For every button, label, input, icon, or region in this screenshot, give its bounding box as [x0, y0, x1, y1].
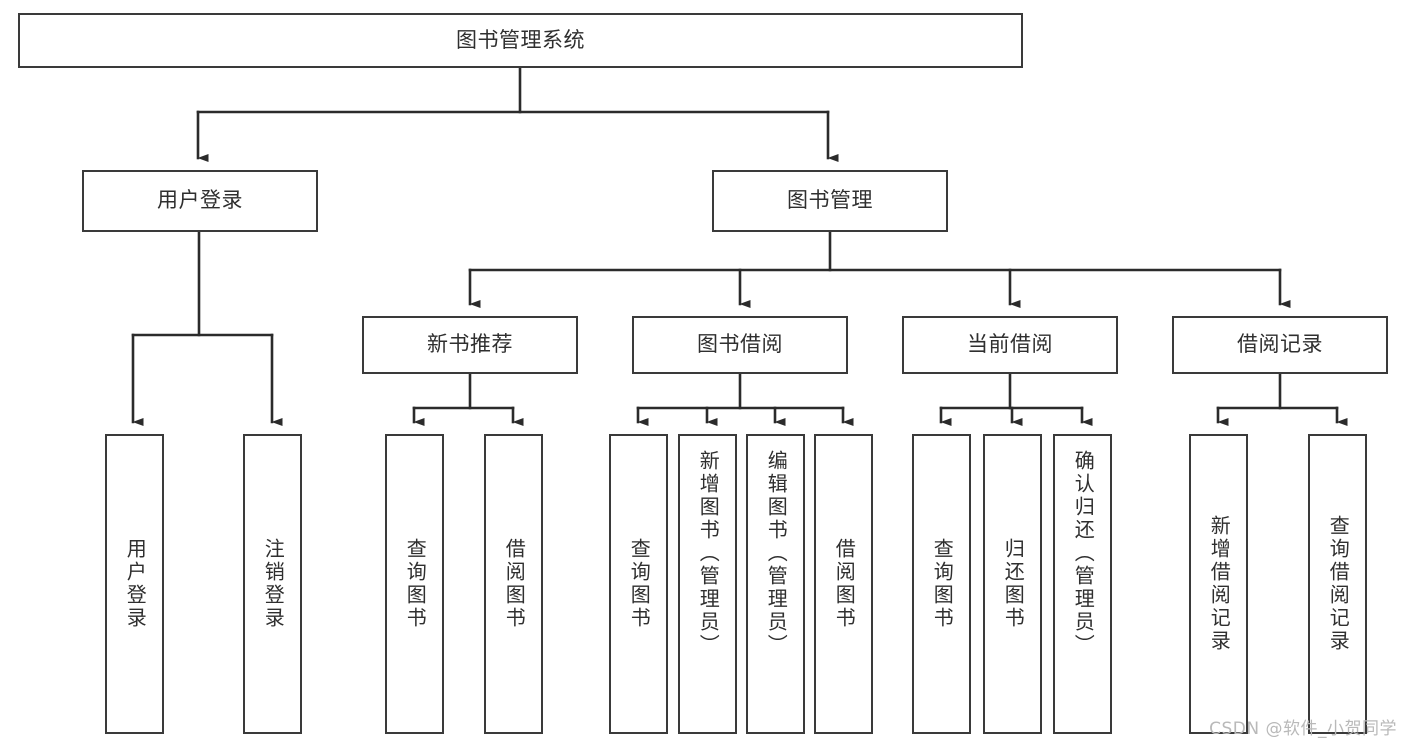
leaf-confirm-return-admin[interactable]: 确认归还（管理员） [1053, 434, 1112, 734]
leaf-logout[interactable]: 注销登录 [243, 434, 302, 734]
node-label: 借阅记录 [1237, 332, 1323, 357]
node-label: 查询图书 [403, 538, 428, 630]
node-label: 新增图书（管理员） [696, 450, 721, 657]
leaf-lend-book[interactable]: 借阅图书 [814, 434, 873, 734]
leaf-user-login[interactable]: 用户登录 [105, 434, 164, 734]
leaf-edit-book-admin[interactable]: 编辑图书（管理员） [746, 434, 805, 734]
node-label: 借阅图书 [502, 538, 527, 630]
node-borrow-records[interactable]: 借阅记录 [1172, 316, 1388, 374]
leaf-return-book[interactable]: 归还图书 [983, 434, 1042, 734]
node-label: 用户登录 [123, 538, 148, 630]
node-label: 图书借阅 [697, 332, 783, 357]
node-label: 查询图书 [930, 538, 955, 630]
leaf-add-book-admin[interactable]: 新增图书（管理员） [678, 434, 737, 734]
node-label: 归还图书 [1001, 538, 1026, 630]
node-root-book-management-system[interactable]: 图书管理系统 [18, 13, 1023, 68]
node-label: 图书管理系统 [456, 27, 585, 52]
leaf-query-book-newbook[interactable]: 查询图书 [385, 434, 444, 734]
leaf-add-borrow-record[interactable]: 新增借阅记录 [1189, 434, 1248, 734]
node-current-borrow[interactable]: 当前借阅 [902, 316, 1118, 374]
node-label: 用户登录 [157, 188, 243, 213]
node-label: 图书管理 [787, 188, 873, 213]
leaf-query-borrow-record[interactable]: 查询借阅记录 [1308, 434, 1367, 734]
node-label: 新书推荐 [427, 332, 513, 357]
node-user-login[interactable]: 用户登录 [82, 170, 318, 232]
node-book-management[interactable]: 图书管理 [712, 170, 948, 232]
node-label: 编辑图书（管理员） [764, 450, 789, 657]
node-label: 借阅图书 [832, 538, 857, 630]
node-book-borrow[interactable]: 图书借阅 [632, 316, 848, 374]
node-label: 当前借阅 [967, 332, 1053, 357]
node-new-book-recommend[interactable]: 新书推荐 [362, 316, 578, 374]
node-label: 新增借阅记录 [1207, 515, 1232, 653]
leaf-query-book-current[interactable]: 查询图书 [912, 434, 971, 734]
leaf-query-book-borrow[interactable]: 查询图书 [609, 434, 668, 734]
node-label: 确认归还（管理员） [1071, 450, 1096, 657]
leaf-borrow-book-newbook[interactable]: 借阅图书 [484, 434, 543, 734]
csdn-watermark: CSDN @软件_小贺同学 [1209, 719, 1397, 739]
node-label: 查询借阅记录 [1326, 515, 1351, 653]
node-label: 查询图书 [627, 538, 652, 630]
node-label: 注销登录 [261, 538, 286, 630]
